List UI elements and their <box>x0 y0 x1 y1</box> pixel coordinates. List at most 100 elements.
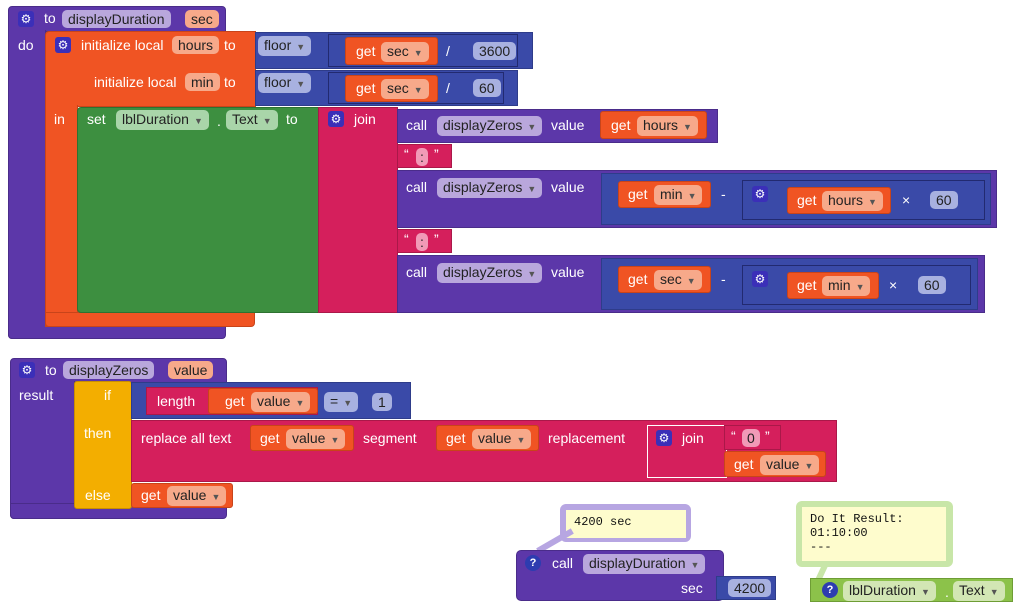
multiply-block[interactable] <box>742 180 985 220</box>
gear-icon[interactable]: ⚙ <box>656 430 672 446</box>
comment-bubble[interactable]: 4200 sec <box>566 510 686 538</box>
local-var-hours[interactable]: hours <box>172 36 220 54</box>
join-block[interactable] <box>318 107 398 313</box>
number-60[interactable]: 60 <box>930 191 958 209</box>
segment-label: segment <box>363 430 417 446</box>
get-label: get <box>797 277 817 293</box>
result-bubble[interactable]: Do It Result: 01:10:00 --- <box>802 507 946 561</box>
param-value[interactable]: value <box>168 361 214 379</box>
local-var-min[interactable]: min <box>185 73 220 91</box>
quote-close: ” <box>765 428 770 444</box>
set-label-text-block[interactable] <box>77 107 319 313</box>
to-label: to <box>45 362 57 378</box>
var-name: value <box>257 393 291 409</box>
component-name: lblDuration <box>849 582 916 598</box>
gear-icon[interactable]: ⚙ <box>19 362 35 378</box>
var-name: min <box>660 186 683 202</box>
gear-icon[interactable]: ⚙ <box>752 186 768 202</box>
gear-icon[interactable]: ⚙ <box>328 111 344 127</box>
text-colon[interactable]: : <box>416 148 428 166</box>
divide-block[interactable] <box>328 72 504 104</box>
init-local-label: initialize local <box>81 37 164 53</box>
quote-open: “ <box>404 231 409 247</box>
var-name: sec <box>660 271 682 287</box>
component-dropdown[interactable]: lblDuration▼ <box>843 581 936 601</box>
var-dropdown[interactable]: min▼ <box>822 276 871 296</box>
procedure-bottom-bar <box>8 323 226 339</box>
then-label: then <box>84 425 112 441</box>
local-body-bar <box>45 105 78 327</box>
value-label: value <box>551 117 585 133</box>
number-60[interactable]: 60 <box>473 79 501 97</box>
get-label: get <box>611 117 631 133</box>
text-colon[interactable]: : <box>416 233 428 251</box>
var-name: sec <box>387 80 409 96</box>
gear-icon[interactable]: ⚙ <box>55 37 71 53</box>
procedure-body-bar <box>8 30 46 339</box>
divide-block[interactable] <box>328 34 518 67</box>
var-dropdown[interactable]: sec▼ <box>381 79 429 99</box>
quote-close: ” <box>434 146 439 162</box>
multiply-block[interactable] <box>742 265 971 305</box>
procedure-name-field[interactable]: displayZeros <box>63 361 155 379</box>
property-dropdown[interactable]: Text▼ <box>226 110 278 130</box>
procedure-dropdown[interactable]: displayZeros▼ <box>437 116 543 136</box>
var-dropdown[interactable]: value▼ <box>286 429 346 449</box>
floor-dropdown[interactable]: floor▼ <box>258 36 312 56</box>
number-4200[interactable]: 4200 <box>728 579 772 597</box>
minus-operator: - <box>721 186 726 202</box>
get-label: get <box>628 186 648 202</box>
var-dropdown[interactable]: value▼ <box>251 392 311 412</box>
set-label: set <box>87 111 106 127</box>
call-label: call <box>406 264 428 280</box>
param-sec[interactable]: sec <box>185 10 219 28</box>
initialize-local-block[interactable] <box>45 31 256 107</box>
var-dropdown[interactable]: sec▼ <box>654 270 702 290</box>
procedure-name: displayZeros <box>443 264 523 280</box>
number-3600[interactable]: 3600 <box>473 42 517 60</box>
get-label: get <box>141 487 161 503</box>
var-name: sec <box>387 43 409 59</box>
property-name: Text <box>232 111 258 127</box>
value-label: value <box>551 264 585 280</box>
number-1[interactable]: 1 <box>372 393 392 411</box>
var-dropdown[interactable]: hours▼ <box>822 191 883 211</box>
procedure-name-field[interactable]: displayDuration <box>62 10 171 28</box>
result-label: result <box>19 387 54 403</box>
to-label: to <box>224 37 236 53</box>
number-60[interactable]: 60 <box>918 276 946 294</box>
help-icon[interactable]: ? <box>525 555 541 571</box>
var-dropdown[interactable]: sec▼ <box>381 42 429 62</box>
do-label: do <box>18 37 34 53</box>
get-label: get <box>225 393 245 409</box>
var-dropdown[interactable]: value▼ <box>760 455 820 475</box>
component-dropdown[interactable]: lblDuration▼ <box>116 110 209 130</box>
procedure-dropdown[interactable]: displayZeros▼ <box>437 178 543 198</box>
compare-operator-dropdown[interactable]: =▼ <box>324 392 359 412</box>
value-label: value <box>551 179 585 195</box>
var-dropdown[interactable]: value▼ <box>167 486 227 506</box>
var-name: value <box>292 430 326 446</box>
param-sec-label: sec <box>681 580 703 596</box>
replacement-label: replacement <box>548 430 626 446</box>
var-dropdown[interactable]: hours▼ <box>637 116 698 136</box>
var-dropdown[interactable]: min▼ <box>654 185 703 205</box>
var-name: value <box>478 430 512 446</box>
help-icon[interactable]: ? <box>822 582 838 598</box>
gear-icon[interactable]: ⚙ <box>752 271 768 287</box>
floor-dropdown[interactable]: floor▼ <box>258 73 312 93</box>
text-zero[interactable]: 0 <box>742 429 760 447</box>
get-label: get <box>356 80 376 96</box>
floor-label: floor <box>264 74 292 90</box>
to-label: to <box>224 74 236 90</box>
divide-operator: / <box>446 80 450 96</box>
property-dropdown[interactable]: Text▼ <box>953 581 1005 601</box>
var-dropdown[interactable]: value▼ <box>472 429 532 449</box>
gear-icon[interactable]: ⚙ <box>18 11 34 27</box>
else-label: else <box>85 487 111 503</box>
if-then-else-block[interactable] <box>74 381 132 509</box>
to-label: to <box>44 10 56 26</box>
procedure-dropdown[interactable]: displayZeros▼ <box>437 263 543 283</box>
floor-label: floor <box>264 37 292 53</box>
procedure-dropdown[interactable]: displayDuration▼ <box>583 554 706 574</box>
